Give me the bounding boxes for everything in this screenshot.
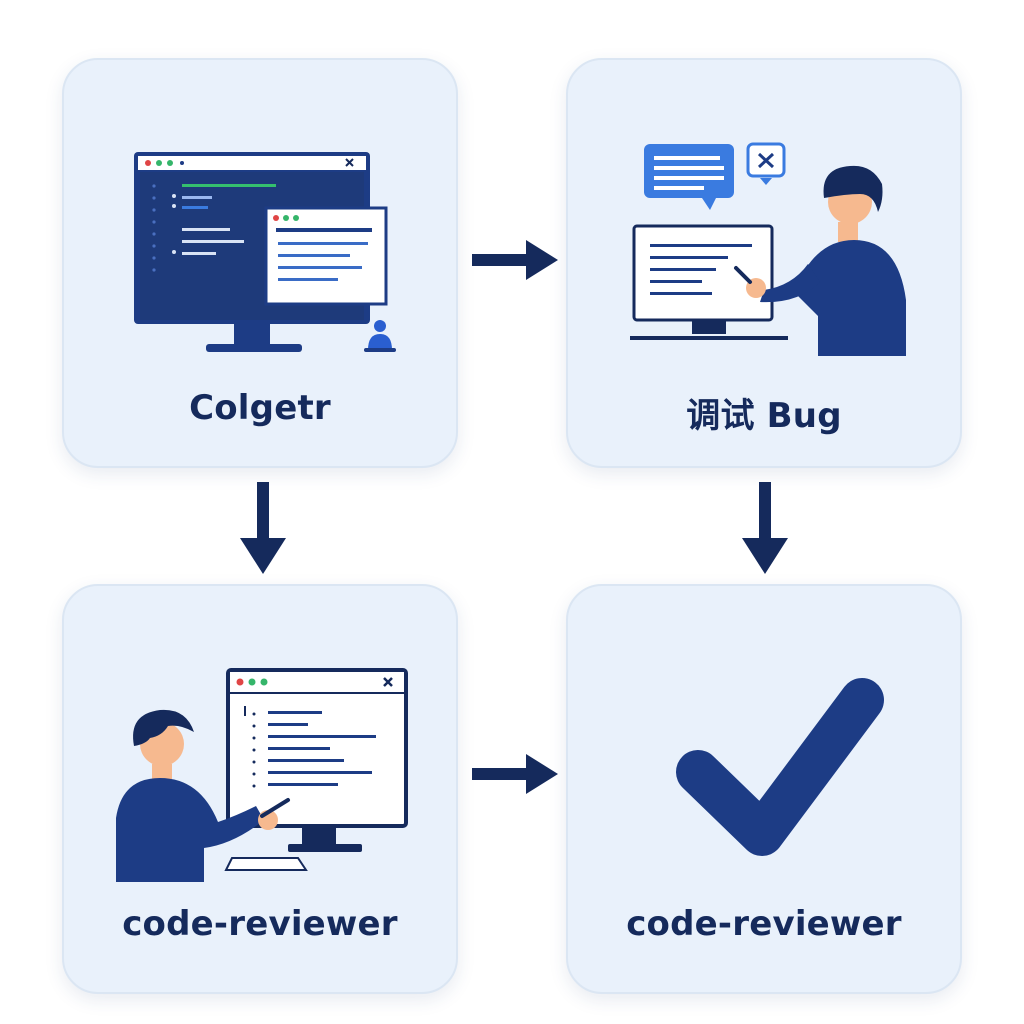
step-card-code-reviewer: code-reviewer	[62, 584, 458, 994]
code-editor-monitor-icon	[134, 152, 396, 352]
step-card-debug-bug: 调试 Bug	[566, 58, 962, 468]
step-label: code-reviewer	[626, 904, 902, 944]
step-card-colgetr: Colgetr	[62, 58, 458, 468]
arrow-down-icon	[240, 482, 286, 574]
arrow-right-icon	[472, 240, 558, 280]
step-label: 调试 Bug	[686, 396, 842, 436]
arrow-right-icon	[472, 754, 558, 794]
step-card-code-reviewer-approved: code-reviewer	[566, 584, 962, 994]
step-label: Colgetr	[189, 388, 331, 428]
developer-reviewing-code-icon	[116, 668, 408, 882]
arrow-down-icon	[742, 482, 788, 574]
developer-debugging-icon	[630, 142, 906, 356]
checkmark-icon	[676, 678, 884, 856]
step-label: code-reviewer	[122, 904, 398, 944]
